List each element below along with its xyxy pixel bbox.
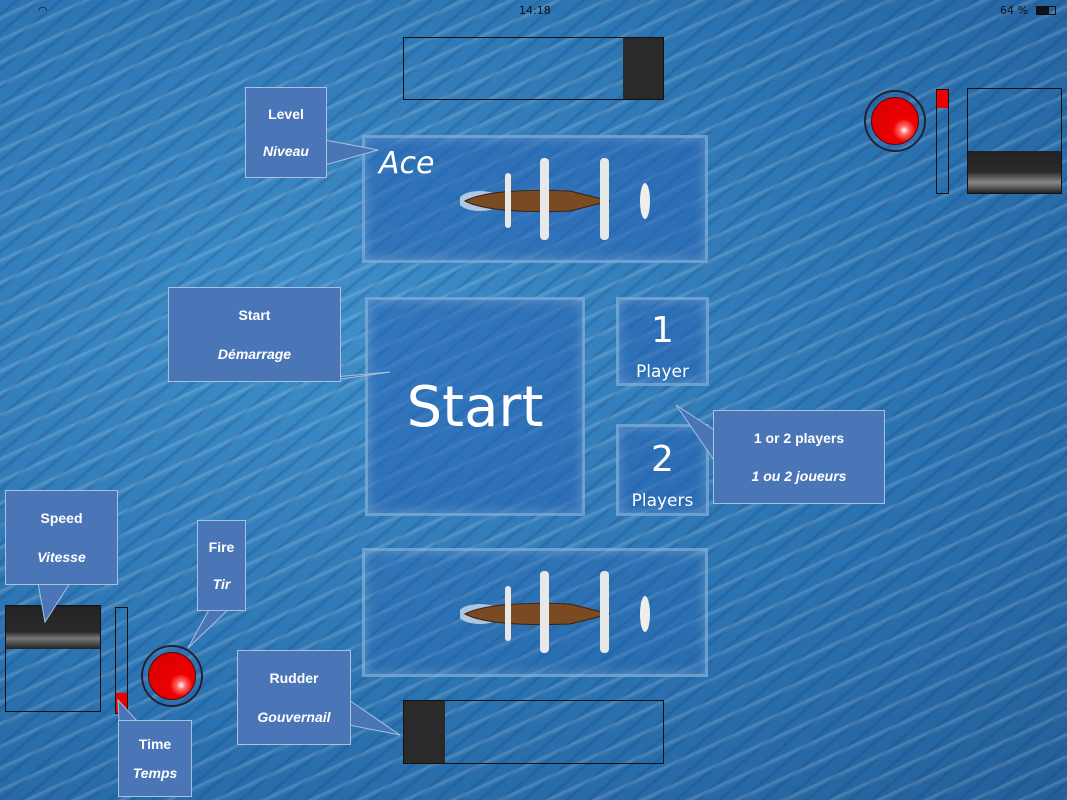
player-number: 1 — [651, 310, 674, 351]
start-button[interactable]: Start — [365, 297, 585, 516]
speed-slider[interactable] — [5, 605, 101, 712]
one-player-button[interactable]: 1 Player — [616, 297, 709, 386]
player-label: Player — [636, 362, 689, 382]
fire-button-top[interactable] — [864, 90, 926, 152]
rudder-slider[interactable] — [403, 700, 664, 764]
battery-percent: 64 % — [1000, 4, 1028, 17]
level-selector[interactable]: Ace — [362, 135, 708, 263]
start-label: Start — [406, 375, 544, 440]
rudder-slider-top[interactable] — [403, 37, 664, 100]
player-ship-panel — [362, 548, 708, 677]
battery-icon — [1036, 6, 1056, 15]
ship-icon — [460, 158, 650, 240]
fire-button[interactable] — [141, 645, 203, 707]
wifi-icon: ◠ — [38, 4, 48, 17]
player-number: 2 — [651, 439, 674, 480]
speed-slider-top[interactable] — [967, 88, 1062, 194]
time-gauge-top — [936, 89, 949, 194]
player-label: Players — [631, 491, 694, 511]
clock: 14:18 — [519, 4, 551, 17]
level-value: Ace — [379, 146, 435, 181]
ship-icon — [460, 571, 650, 653]
two-players-button[interactable]: 2 Players — [616, 424, 709, 516]
